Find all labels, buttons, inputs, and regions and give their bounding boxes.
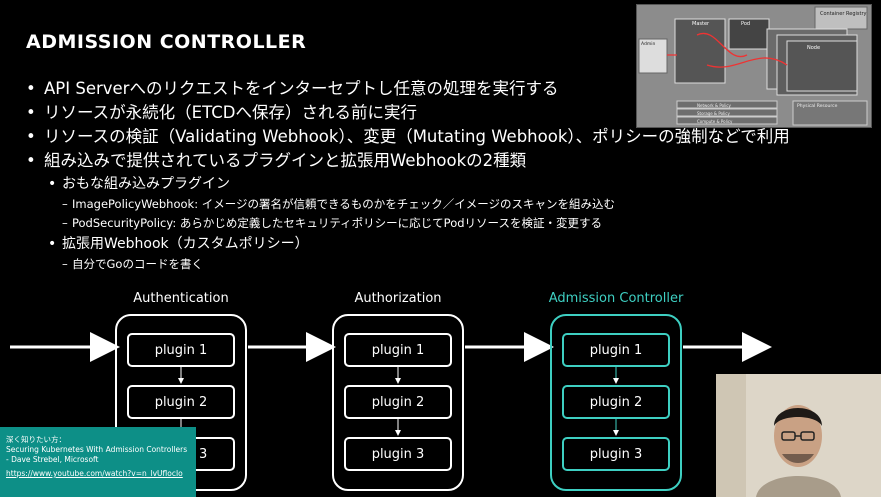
presenter-webcam [716, 374, 881, 497]
plugin-box: plugin 2 [127, 385, 235, 419]
architecture-diagram-icon: Container Registry Master Pod Node Admin… [637, 5, 871, 127]
thumb-label: Pod [741, 21, 750, 27]
sub-bullet-item: •おもな組み込みプラグイン [48, 176, 230, 192]
plugin-box: plugin 1 [562, 333, 670, 367]
source-reference-box: 深く知りたい方： Securing Kubernetes With Admiss… [0, 427, 196, 497]
source-author: - Dave Strebel, Microsoft [6, 455, 99, 464]
architecture-thumbnail: Container Registry Master Pod Node Admin… [636, 4, 872, 128]
stage-label-authentication: Authentication [133, 291, 229, 306]
admission-flow-diagram: Authentication plugin 1 plugin 2 plugin … [0, 280, 881, 497]
thumb-label: Master [692, 21, 710, 27]
thumb-label: Admin [641, 41, 655, 47]
thumb-label: Storage & Policy [697, 111, 730, 116]
thumb-label: Compute & Policy [697, 119, 733, 124]
bullet-item: •リソースの検証（Validating Webhook）、変更（Mutating… [26, 127, 790, 146]
source-heading: 深く知りたい方： [6, 435, 66, 444]
plugin-box: plugin 3 [562, 437, 670, 471]
source-title: Securing Kubernetes With Admission Contr… [6, 445, 188, 454]
bullet-item: •組み込みで提供されているプラグインと拡張用Webhookの2種類 [26, 151, 527, 170]
sub-sub-bullet-item: –PodSecurityPolicy: あらかじめ定義したセキュリティポリシーに… [62, 216, 602, 230]
thumb-label: Physical Resource [797, 103, 838, 109]
sub-sub-bullet-item: –自分でGoのコードを書く [62, 257, 203, 271]
plugin-box: plugin 2 [344, 385, 452, 419]
thumb-label: Network & Policy [697, 103, 732, 108]
stage-authorization: plugin 1 plugin 2 plugin 3 [332, 314, 464, 491]
flow-arrows [10, 332, 772, 436]
plugin-box: plugin 2 [562, 385, 670, 419]
plugin-box: plugin 1 [127, 333, 235, 367]
slide-title: ADMISSION CONTROLLER [26, 31, 307, 53]
plugin-box: plugin 3 [344, 437, 452, 471]
bullet-item: •API Serverへのリクエストをインターセプトし任意の処理を実行する [26, 79, 559, 98]
presenter-avatar-icon [716, 374, 881, 497]
stage-label-authorization: Authorization [354, 291, 442, 306]
stage-label-admission-controller: Admission Controller [548, 291, 684, 306]
bullet-list: •API Serverへのリクエストをインターセプトし任意の処理を実行する •リ… [26, 77, 846, 274]
bullet-item: •リソースが永続化（ETCDへ保存）される前に実行 [26, 103, 417, 122]
stage-admission-controller: plugin 1 plugin 2 plugin 3 [550, 314, 682, 491]
thumb-label: Container Registry [820, 11, 867, 17]
sub-bullet-item: •拡張用Webhook（カスタムポリシー） [48, 236, 309, 252]
plugin-box: plugin 1 [344, 333, 452, 367]
source-link[interactable]: https://www.youtube.com/watch?v=n_lvUflo… [6, 469, 183, 478]
thumb-label: Node [807, 45, 820, 51]
sub-sub-bullet-item: –ImagePolicyWebhook: イメージの署名が信頼できるものかをチェ… [62, 197, 616, 211]
